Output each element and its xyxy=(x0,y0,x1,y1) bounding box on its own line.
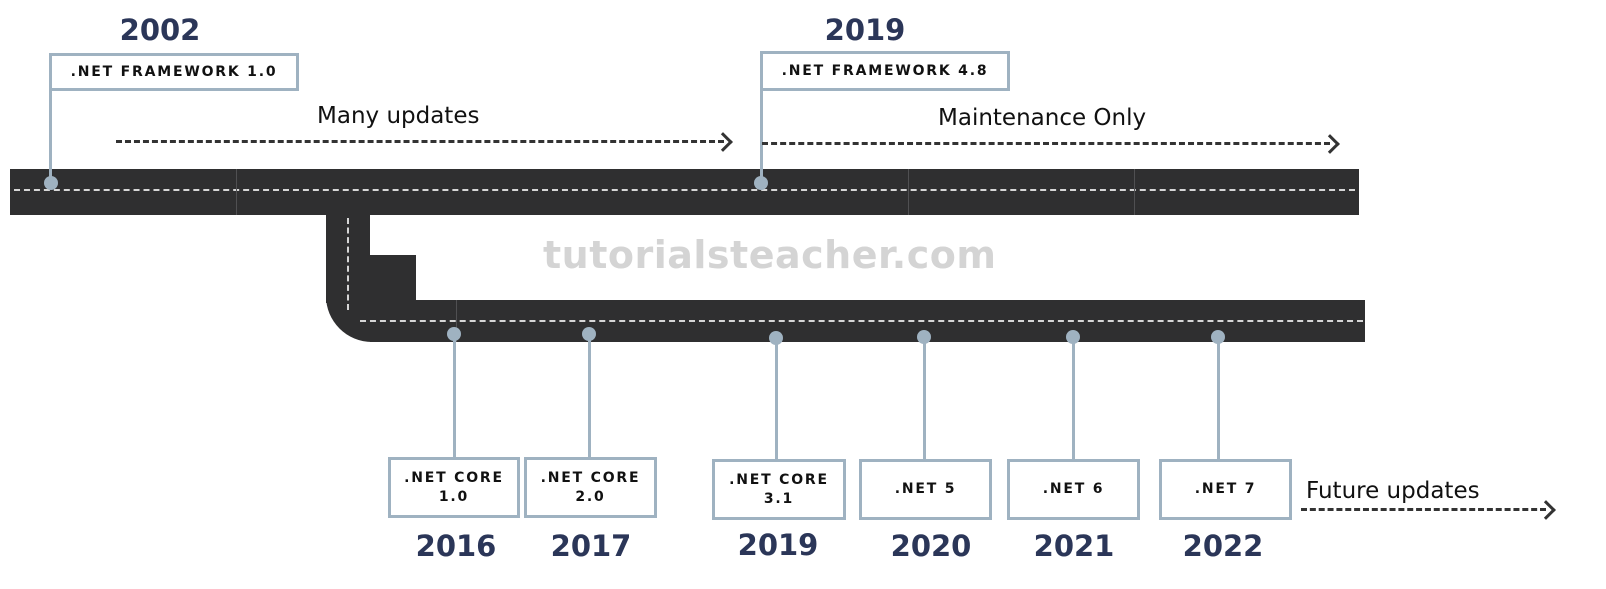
net-6-stem xyxy=(1072,337,1075,461)
framework-1-0-marker xyxy=(44,176,58,190)
framework-road-seam xyxy=(908,169,909,215)
branch-road-lane-marking xyxy=(347,218,349,310)
framework-4-8-box: .NET FRAMEWORK 4.8 xyxy=(760,51,1010,91)
core-3-1-box: .NET CORE 3.1 xyxy=(712,459,846,520)
many-updates-label: Many updates xyxy=(317,103,480,129)
core-1-0-marker xyxy=(447,327,461,341)
maintenance-only-arrow-head xyxy=(1320,134,1340,154)
net-7-year: 2022 xyxy=(1182,529,1264,563)
future-updates-arrow-line xyxy=(1301,508,1546,511)
future-updates-arrow-head xyxy=(1536,500,1556,520)
net-7-stem xyxy=(1217,337,1220,461)
maintenance-only-label: Maintenance Only xyxy=(938,105,1147,131)
core-3-1-stem xyxy=(775,338,778,462)
core-2-0-stem xyxy=(588,332,591,460)
core-3-1-year: 2019 xyxy=(737,528,819,562)
framework-1-0-stem xyxy=(49,88,52,183)
net-6-box: .NET 6 xyxy=(1007,459,1140,520)
framework-1-0-year: 2002 xyxy=(119,13,201,47)
core-1-0-stem xyxy=(453,332,456,460)
core-road-lane-marking xyxy=(360,320,1363,322)
framework-road xyxy=(10,169,1359,215)
core-2-0-year: 2017 xyxy=(550,529,632,563)
future-updates-label: Future updates xyxy=(1306,478,1480,504)
net-7-marker xyxy=(1211,330,1225,344)
many-updates-arrow-line xyxy=(116,140,724,143)
maintenance-only-arrow-line xyxy=(762,142,1330,145)
core-2-0-box: .NET CORE 2.0 xyxy=(524,457,657,518)
net-7-box: .NET 7 xyxy=(1159,459,1292,520)
framework-4-8-stem xyxy=(760,88,763,183)
net-5-year: 2020 xyxy=(890,529,972,563)
core-1-0-year: 2016 xyxy=(415,529,497,563)
net-5-box: .NET 5 xyxy=(859,459,992,520)
watermark: tutorialsteacher.com xyxy=(543,233,997,277)
framework-road-seam xyxy=(1134,169,1135,215)
core-3-1-marker xyxy=(769,331,783,345)
framework-4-8-marker xyxy=(754,176,768,190)
framework-1-0-box: .NET FRAMEWORK 1.0 xyxy=(49,53,299,91)
core-1-0-box: .NET CORE 1.0 xyxy=(388,457,520,518)
net-5-marker xyxy=(917,330,931,344)
core-road-seam xyxy=(456,300,457,342)
net-6-marker xyxy=(1066,330,1080,344)
net-6-year: 2021 xyxy=(1033,529,1115,563)
many-updates-arrow-head xyxy=(713,132,733,152)
framework-road-lane-marking xyxy=(14,189,1355,191)
net-5-stem xyxy=(923,337,926,461)
framework-4-8-year: 2019 xyxy=(824,13,906,47)
framework-road-seam xyxy=(236,169,237,215)
core-2-0-marker xyxy=(582,327,596,341)
